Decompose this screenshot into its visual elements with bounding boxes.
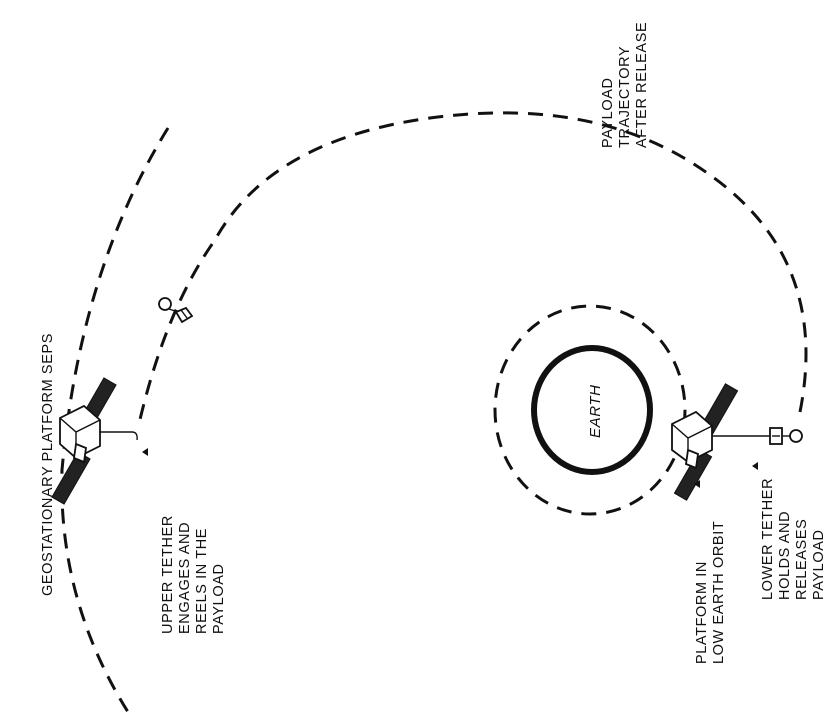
leo-platform-label: PLATFORM IN LOW EARTH ORBIT	[694, 521, 727, 664]
payload-trajectory-path	[136, 111, 808, 429]
trajectory-line-3: AFTER RELEASE	[634, 22, 650, 148]
lower-tether-label: LOWER TETHER HOLDS AND RELEASES PAYLOAD	[760, 478, 826, 600]
upper-tether-line-1: UPPER TETHER	[160, 515, 176, 634]
lower-tether-line-3: RELEASES	[794, 519, 810, 600]
leo-marker-arrow	[694, 480, 700, 488]
low-earth-orbit-path	[493, 304, 687, 516]
leo-platform-icon	[671, 383, 739, 501]
upper-tether-label: UPPER TETHER ENGAGES AND REELS IN THE PA…	[160, 515, 227, 634]
earth-label: EARTH	[587, 384, 604, 438]
upper-tether-line	[100, 431, 138, 441]
leo-platform-line-2: LOW EARTH ORBIT	[711, 521, 727, 664]
lower-tether-line-4: PAYLOAD	[811, 529, 826, 600]
lower-tether-line-1: LOWER TETHER	[760, 478, 776, 600]
geostationary-orbit-path	[60, 127, 170, 713]
geostationary-platform-label: GEOSTATIONARY PLATFORM SEPS	[40, 333, 56, 596]
upper-marker-arrow	[142, 448, 148, 456]
incoming-payload-icon	[158, 297, 194, 324]
geostationary-platform-icon	[51, 377, 117, 505]
earth-circle	[531, 345, 653, 475]
leo-platform-line-1: PLATFORM IN	[694, 561, 710, 664]
lower-tether-line-2: HOLDS AND	[777, 511, 793, 600]
upper-tether-line-2: ENGAGES AND	[177, 522, 193, 634]
upper-tether-line-3: REELS IN THE	[194, 528, 210, 634]
released-payload-icon	[769, 427, 803, 445]
trajectory-line-2: TRAJECTORY	[617, 46, 633, 148]
payload-trajectory-label: PAYLOAD TRAJECTORY AFTER RELEASE	[600, 22, 650, 148]
lower-tether-marker-arrow	[752, 462, 758, 470]
trajectory-line-1: PAYLOAD	[600, 77, 616, 148]
upper-tether-line-4: PAYLOAD	[211, 563, 227, 634]
